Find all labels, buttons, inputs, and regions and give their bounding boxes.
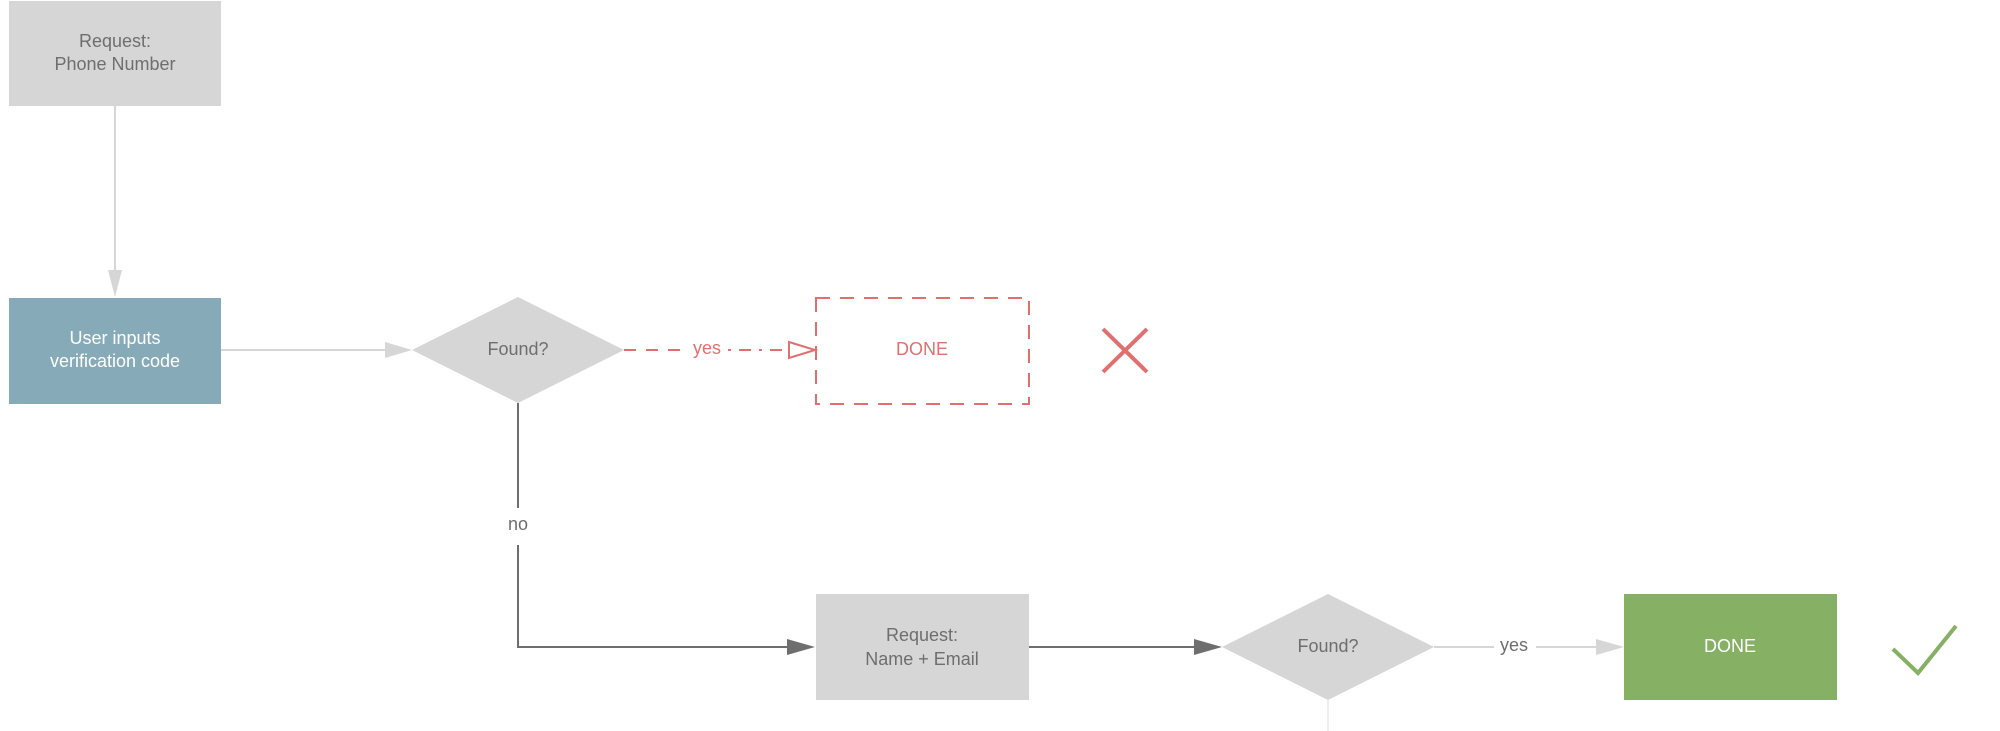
node-label: Request:: [886, 625, 958, 645]
node-request-name-email[interactable]: Request: Name + Email: [816, 594, 1029, 700]
node-user-inputs-verification-code[interactable]: User inputs verification code: [9, 298, 221, 404]
decision-found-1[interactable]: Found?: [412, 297, 624, 403]
node-label: Request:: [79, 31, 151, 51]
edge-label-yes: yes: [1500, 635, 1528, 655]
decision-found-2[interactable]: Found?: [1222, 594, 1434, 700]
node-done-fail[interactable]: DONE: [815, 297, 1030, 405]
node-label: verification code: [50, 351, 180, 371]
node-label: DONE: [1704, 636, 1756, 656]
edge-phone-to-user-inputs: [108, 106, 122, 297]
node-request-phone-number[interactable]: Request: Phone Number: [9, 1, 221, 106]
edge-found2-yes: yes: [1434, 635, 1624, 655]
node-label: User inputs: [69, 328, 160, 348]
checkmark-icon: [1891, 624, 1958, 676]
edge-found1-no: no: [508, 403, 815, 655]
edge-name-email-to-found2: [1029, 639, 1222, 655]
node-label: Name + Email: [865, 649, 979, 669]
node-label: DONE: [896, 339, 948, 359]
node-label: Phone Number: [54, 54, 175, 74]
edge-user-inputs-to-found1: [221, 342, 412, 358]
edge-found1-yes: yes: [624, 338, 819, 360]
edge-label-yes: yes: [693, 338, 721, 358]
edge-label-no: no: [508, 514, 528, 534]
decision-label: Found?: [1297, 636, 1358, 656]
decision-label: Found?: [487, 339, 548, 359]
x-icon: [1101, 327, 1149, 374]
node-done-success[interactable]: DONE: [1624, 594, 1837, 700]
